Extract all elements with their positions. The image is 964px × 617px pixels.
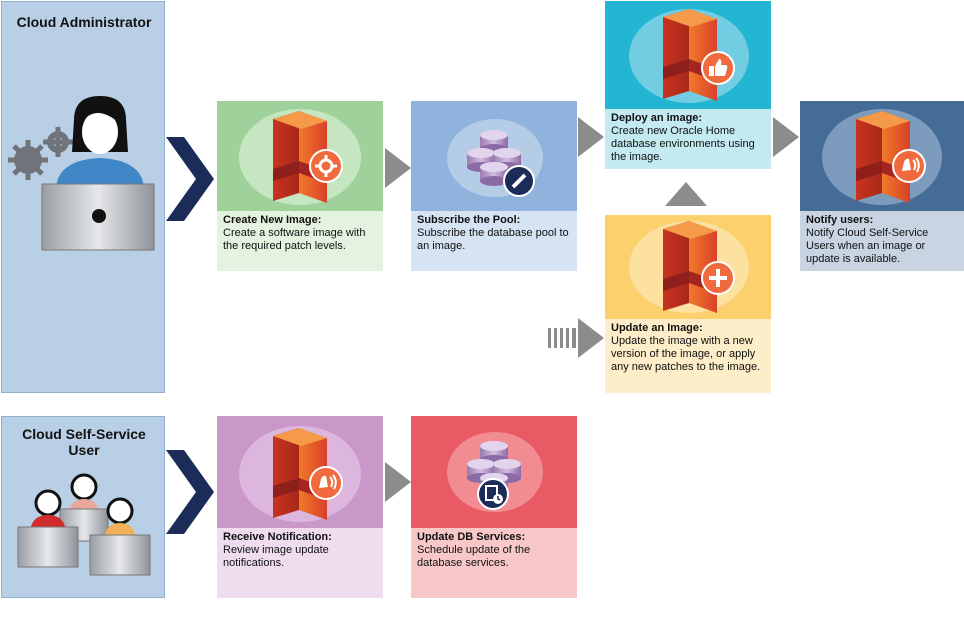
- flow-arrow: [578, 117, 604, 157]
- cloud-administrator-title: Cloud Administrator: [16, 14, 152, 30]
- update-image-step: Update an Image: Update the image with a…: [605, 215, 771, 393]
- step-title: Update DB Services:: [417, 531, 526, 543]
- bell-icon: [309, 466, 343, 500]
- users-group-icon: [17, 473, 151, 576]
- cloud-self-service-user-title: Cloud Self-Service User: [22, 426, 146, 458]
- plus-icon: [701, 261, 735, 295]
- step-description: Create new Oracle Home database environm…: [611, 125, 755, 163]
- step-description: Schedule update of the database services…: [417, 544, 531, 569]
- dashed-flow-arrow: [548, 318, 604, 358]
- step-title: Deploy an image:: [611, 112, 703, 124]
- step-title: Update an Image:: [611, 322, 703, 334]
- gear-icon: [309, 149, 343, 183]
- update-db-services-step: Update DB Services: Schedule update of t…: [411, 416, 577, 598]
- step-title: Receive Notification:: [223, 531, 332, 543]
- flow-arrow: [385, 462, 411, 502]
- cloud-administrator-panel: Cloud Administrator: [1, 1, 165, 393]
- step-description: Subscribe the database pool to an image.: [417, 227, 569, 252]
- step-description: Create a software image with the require…: [223, 227, 366, 252]
- cloud-self-service-user-panel: Cloud Self-Service User: [1, 416, 165, 598]
- receive-notification-step: Receive Notification: Review image updat…: [217, 416, 383, 598]
- notify-users-step: Notify users: Notify Cloud Self-Service …: [800, 101, 964, 271]
- step-description: Review image update notifications.: [223, 544, 329, 569]
- admin-flow-arrow: [166, 137, 214, 221]
- flow-arrow-up: [665, 182, 707, 206]
- bell-icon: [892, 149, 926, 183]
- pencil-icon: [503, 165, 535, 197]
- deploy-image-step: Deploy an image: Create new Oracle Home …: [605, 1, 771, 169]
- thumbs-up-icon: [701, 51, 735, 85]
- clock-icon: [477, 478, 509, 510]
- flow-arrow: [385, 148, 411, 188]
- step-title: Subscribe the Pool:: [417, 214, 521, 226]
- create-new-image-step: Create New Image: Create a software imag…: [217, 101, 383, 271]
- administrator-icon: [8, 96, 155, 251]
- subscribe-pool-step: Subscribe the Pool: Subscribe the databa…: [411, 101, 577, 271]
- flow-arrow: [773, 117, 799, 157]
- step-description: Notify Cloud Self-Service Users when an …: [806, 227, 929, 265]
- step-description: Update the image with a new version of t…: [611, 335, 761, 373]
- step-title: Create New Image:: [223, 214, 322, 226]
- step-title: Notify users:: [806, 214, 874, 226]
- user-flow-arrow: [166, 450, 214, 534]
